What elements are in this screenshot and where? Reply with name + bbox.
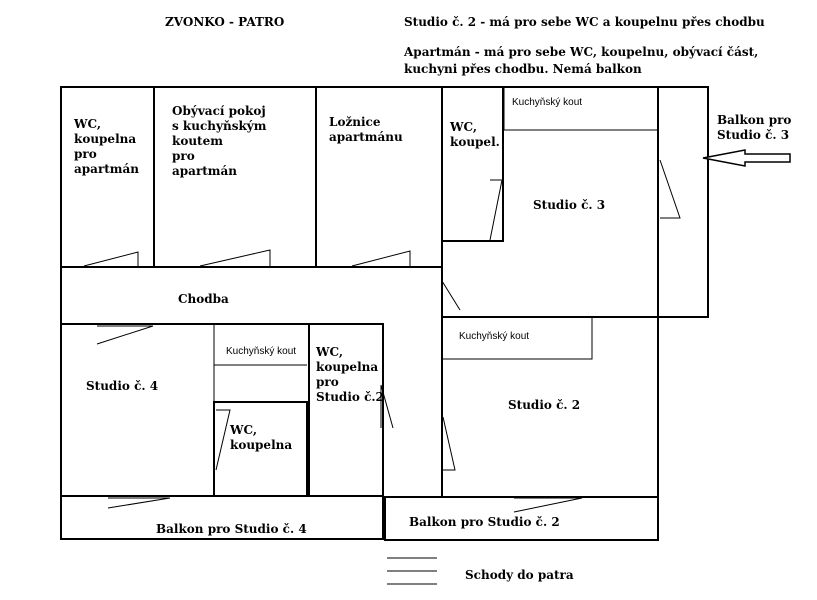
label-balkon-studio2: Balkon pro Studio č. 2: [409, 515, 560, 529]
room-wc-apartman: [60, 86, 155, 268]
label-wc-koupelna-small: WC, koupelna: [230, 423, 293, 452]
label-wc-koupel: WC, koupel.: [450, 120, 500, 149]
door-balkon4: [107, 497, 171, 509]
door-balkon2: [513, 497, 583, 513]
label-studio4: Studio č. 4: [86, 379, 159, 393]
label-studio2: Studio č. 2: [508, 398, 581, 412]
label-kuchynsky-kout-mid: Kuchyňský kout: [226, 346, 297, 357]
label-balkon-studio3: Balkon pro Studio č. 3: [717, 113, 792, 142]
label-kuchynsky-kout-right: Kuchyňský kout: [459, 331, 530, 342]
kitchen-corner-top: [503, 87, 658, 131]
note-apartman-line1: Apartmán - má pro sebe WC, koupelnu, obý…: [404, 45, 759, 59]
page-title: ZVONKO - PATRO: [165, 15, 285, 29]
label-loznice: Ložnice apartmánu: [329, 115, 403, 144]
label-studio3: Studio č. 3: [533, 198, 606, 212]
door-wc-studio2: [380, 384, 394, 429]
label-chodba: Chodba: [178, 292, 229, 306]
kitchen-corner-right: [442, 317, 593, 360]
room-balkon-studio2: [384, 496, 659, 541]
door-wc-koupel: [489, 179, 503, 241]
door-loznice: [351, 250, 411, 267]
note-apartman-line2: kuchyni přes chodbu. Nemá balkon: [404, 62, 642, 76]
room-balkon-studio4: [60, 495, 384, 540]
label-balkon-studio4: Balkon pro Studio č. 4: [156, 522, 307, 536]
room-balkon-studio3: [657, 86, 709, 318]
label-kuchynsky-kout-top: Kuchyňský kout: [512, 97, 583, 108]
room-wc-koupel: [441, 86, 504, 242]
balkon-arrow-icon: [702, 149, 791, 167]
label-wc-apartman: WC, koupelna pro apartmán: [74, 117, 140, 176]
note-studio2: Studio č. 2 - má pro sebe WC a koupelnu …: [404, 15, 765, 29]
room-loznice: [315, 86, 443, 268]
door-studio3: [441, 280, 461, 311]
room-chodba: [60, 266, 443, 324]
label-obyvaci: Obývací pokoj s kuchyňským koutem pro ap…: [172, 104, 267, 178]
label-wc-koupelna-studio2: WC, koupelna pro Studio č.2: [316, 345, 384, 404]
door-studio4: [96, 325, 154, 345]
door-wc-koupelna-small: [215, 409, 231, 471]
legend-stairs-label: Schody do patra: [465, 568, 574, 582]
door-balkon3: [659, 159, 681, 219]
door-studio2: [442, 416, 456, 471]
door-wc-apartman: [83, 251, 139, 267]
door-obyvaci: [199, 249, 271, 267]
